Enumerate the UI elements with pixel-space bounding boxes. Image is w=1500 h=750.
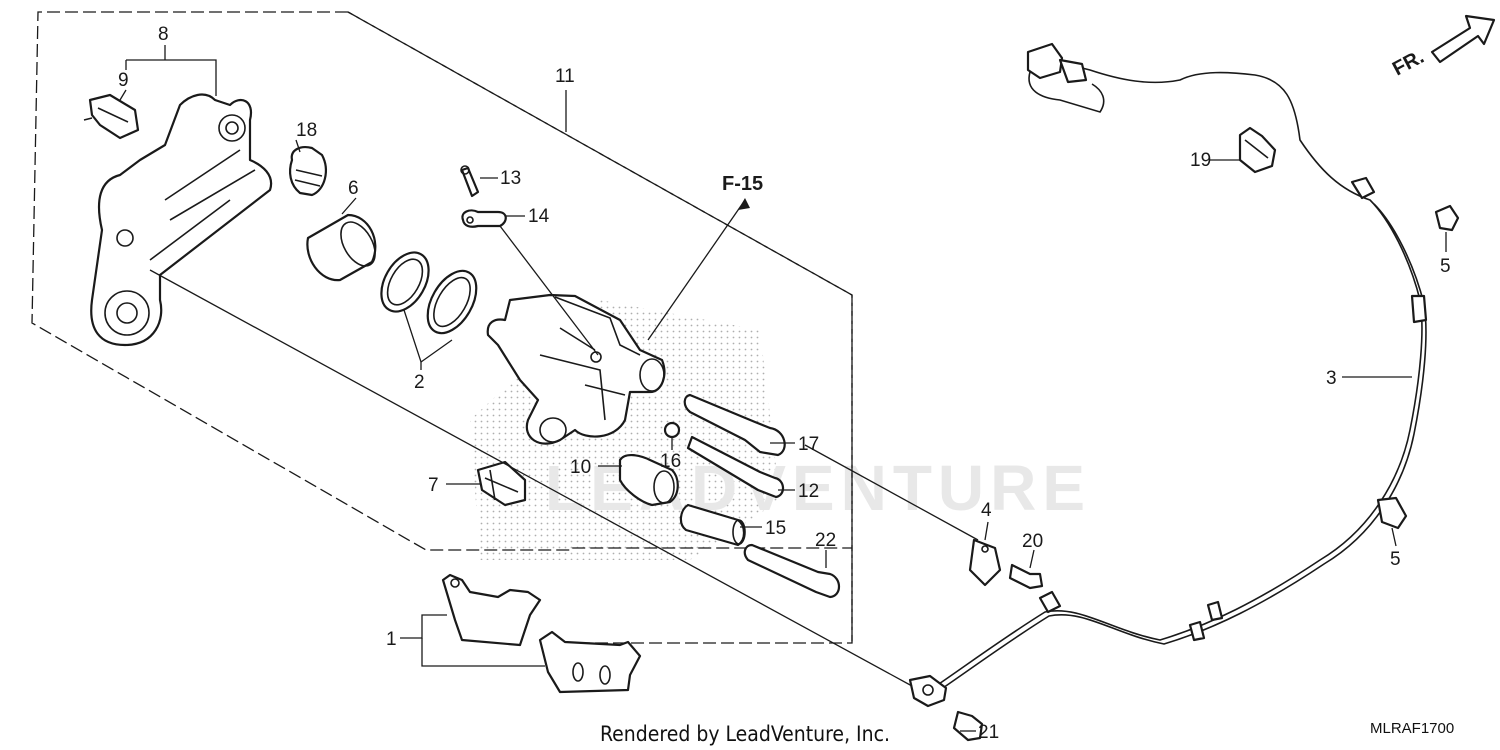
wheel-speed-sensor-harness[interactable] (908, 42, 1428, 708)
callout-12: 12 (798, 481, 819, 502)
bolt-21[interactable] (952, 710, 984, 742)
callout-9: 9 (118, 70, 129, 91)
harness-clamp-5-lower[interactable] (1376, 496, 1408, 530)
caliper-piston[interactable] (306, 213, 382, 282)
callout-10: 10 (570, 457, 591, 478)
front-direction-label: FR. (1389, 46, 1428, 81)
callout-2: 2 (414, 372, 425, 393)
pin-bolt-12[interactable] (686, 435, 785, 499)
caliper-bracket[interactable] (90, 93, 273, 347)
front-direction-indicator: FR. (1389, 14, 1496, 81)
pad-spring[interactable] (476, 460, 527, 507)
harness-clamp-5-upper[interactable] (1434, 204, 1460, 232)
callout-22: 22 (815, 530, 836, 551)
render-credit: Rendered by LeadVenture, Inc. (600, 722, 890, 746)
callout-1: 1 (386, 629, 397, 650)
callout-20: 20 (1022, 531, 1043, 552)
callout-4: 4 (981, 500, 992, 521)
callout-7: 7 (428, 475, 439, 496)
bolt-22[interactable] (743, 543, 841, 599)
callout-5-upper: 5 (1440, 256, 1451, 277)
dust-boot[interactable] (289, 146, 327, 197)
callout-3: 3 (1326, 368, 1337, 389)
sleeve-15[interactable] (679, 503, 746, 547)
assembly-boundary-right (347, 11, 853, 644)
assembly-boundary (31, 11, 853, 643)
washer-16[interactable] (663, 421, 681, 439)
callout-14: 14 (528, 206, 550, 227)
callout-15: 15 (765, 518, 786, 539)
diagram-code: MLRAF1700 (1370, 720, 1454, 737)
callout-17: 17 (798, 434, 819, 455)
bolt-20[interactable] (1008, 563, 1044, 590)
caliper-body[interactable] (486, 293, 666, 445)
bleeder-cap[interactable] (461, 209, 507, 228)
f15-arrowhead (738, 198, 750, 210)
callout-8: 8 (158, 24, 169, 45)
reference-label: F-15 (722, 173, 763, 195)
callout-13: 13 (500, 168, 521, 189)
piston-seal-set[interactable] (372, 244, 487, 341)
harness-clamp-mid[interactable] (1350, 176, 1376, 200)
slide-pin-boot[interactable] (618, 454, 679, 507)
callout-6: 6 (348, 178, 359, 199)
pad-retainer-clip[interactable] (83, 93, 140, 140)
callout-21: 21 (978, 722, 999, 743)
callout-16: 16 (660, 451, 681, 472)
callout-5-lower: 5 (1390, 549, 1401, 570)
callout-11: 11 (555, 66, 575, 87)
brake-pad-set[interactable] (441, 573, 642, 694)
callout-numbers: 8 9 18 6 2 11 13 14 F-15 7 10 16 17 12 1… (118, 24, 1451, 743)
callout-18: 18 (296, 120, 317, 141)
leader-lines (119, 45, 1447, 732)
pin-bolt-17[interactable] (683, 393, 786, 457)
callout-19: 19 (1190, 150, 1211, 171)
sensor-stay[interactable] (968, 538, 1002, 587)
bleeder-screw[interactable] (460, 165, 480, 198)
harness-clamp-19[interactable] (1238, 126, 1277, 174)
